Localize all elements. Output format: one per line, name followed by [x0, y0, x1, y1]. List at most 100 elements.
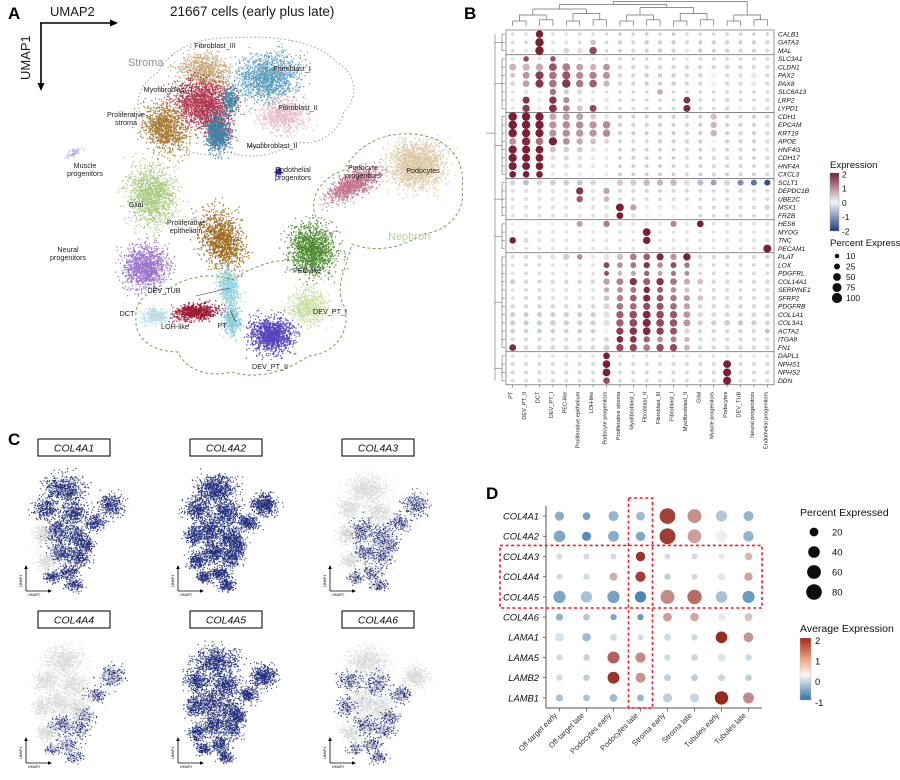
panel-b-gene-label: LYPD1 — [778, 106, 799, 113]
panel-b-gene-label: COL14A1 — [778, 279, 807, 286]
panel-b-gene-label: DAPL1 — [778, 353, 799, 360]
panel-b-percent-tick: 50 — [846, 272, 856, 282]
panel-b-celltype-label: DEV_TUB — [737, 391, 743, 417]
panel-b-gene-label: COL3A1 — [778, 320, 804, 327]
panel-b-gene-label: LRP2 — [778, 97, 795, 104]
panel-c-featureplots: COL4A1UMAP2UMAP1COL4A2UMAP2UMAP1COL4A3UM… — [19, 438, 435, 769]
panel-b-gene-label: PDGFRB — [778, 304, 806, 311]
panel-b-gene-label: DEPDC1B — [778, 188, 810, 195]
panel-c-y-axis-label: UMAP1 — [171, 747, 175, 759]
panel-c-gene-title: COL4A4 — [54, 615, 94, 627]
panel-b-expression-tick: 0 — [842, 198, 847, 208]
panel-c-y-axis-label: UMAP1 — [19, 747, 23, 759]
panel-b-celltype-label: Podocytes — [723, 392, 729, 418]
panel-d-row-highlight — [499, 544, 763, 609]
panel-d-gene-label: LAMB2 — [508, 672, 540, 683]
panel-b-celltype-label: DEV_PT_I — [549, 391, 555, 418]
panel-b-gene-label: PDGFRL — [778, 271, 805, 278]
panel-c-y-axis-label: UMAP1 — [323, 747, 327, 759]
panel-b-celltype-label: PT — [509, 391, 515, 399]
panel-d-gene-label: COL4A3 — [503, 551, 540, 562]
panel-a-letter: A — [8, 4, 20, 24]
panel-d-percent-tick: 20 — [832, 528, 843, 539]
panel-b-gene-label: CLDN1 — [778, 64, 800, 71]
panel-c-gene-title: COL4A3 — [358, 443, 398, 455]
panel-b-gene-label: GATA3 — [778, 40, 799, 47]
panel-b-gene-label: COL1A1 — [778, 312, 804, 319]
panel-c-x-axis-label: UMAP2 — [180, 765, 192, 769]
panel-b-gene-label: SCLT1 — [778, 180, 798, 187]
svg-text:UMAP2: UMAP2 — [50, 4, 95, 19]
panel-b-gene-label: EPCAM — [778, 122, 802, 129]
panel-b-gene-label: KRT19 — [778, 130, 799, 137]
panel-b-gene-label: PAX2 — [778, 73, 795, 80]
panel-c-x-axis-label: UMAP2 — [332, 593, 344, 597]
panel-b-gene-label: PECAM1 — [778, 246, 805, 253]
panel-d-gene-label: COL4A4 — [503, 571, 539, 582]
panel-b-gene-label: SFRP2 — [778, 295, 800, 302]
panel-b-percent-legend-title: Percent Expressing — [830, 238, 900, 249]
panel-b-gene-label: HES6 — [778, 221, 796, 228]
panel-b-gene-label: DDN — [778, 378, 793, 385]
panel-d-gene-label: LAMA5 — [508, 652, 540, 663]
panel-c-letter: C — [8, 430, 20, 450]
panel-a-region-label: Nephron — [388, 231, 430, 243]
panel-b-celltype-label: Fibroblast_II — [643, 391, 649, 422]
panel-b-celltype-label: Neural progenitors — [750, 392, 756, 438]
panel-d-gene-label: COL4A2 — [503, 531, 540, 542]
panel-d-expression-tick: 1 — [815, 657, 820, 668]
panel-b-gene-label: UBE2C — [778, 196, 800, 203]
panel-b-expression-legend-title: Expression — [830, 160, 877, 171]
panel-b-percent-tick: 75 — [846, 283, 856, 293]
panel-b-celltype-label: Fibroblast_III — [656, 391, 662, 424]
panel-c-gene-title: COL4A5 — [206, 615, 246, 627]
panel-b-expression-tick: -2 — [842, 226, 850, 236]
panel-c-gene-title: COL4A2 — [206, 443, 246, 455]
panel-b-gene-label: ITGA8 — [778, 337, 797, 344]
panel-a-cluster-label: Myofibroblast_II — [247, 141, 298, 150]
panel-b-dotplot: CALB1GATA3MALSLC3A1CLDN1PAX2PAX8SLC6A13L… — [486, 1, 900, 449]
panel-b-gene-label: HNF4G — [778, 147, 800, 154]
panel-b-celltype-label: Myofibroblast_II — [683, 391, 689, 431]
panel-d-column-highlight — [627, 497, 654, 709]
panel-b-celltype-label: Podocyte progenitors — [603, 392, 609, 445]
panel-b-celltype-label: Endothelial progenitors — [763, 392, 769, 449]
panel-d-gene-label: COL4A5 — [503, 591, 540, 602]
panel-b-gene-label: ACTA2 — [777, 328, 799, 335]
panel-b-gene-label: MSX1 — [778, 205, 796, 212]
panel-a-cluster-label: Podocytes — [406, 166, 440, 175]
panel-b-celltype-label: LOH-like — [589, 392, 595, 414]
panel-b-expression-tick: -1 — [842, 212, 850, 222]
panel-b-gene-label: HNF4A — [778, 163, 800, 170]
panel-b-celltype-label: PEC-like — [562, 392, 568, 414]
panel-b-gene-label: MYOG — [778, 229, 798, 236]
panel-b-expression-tick: 1 — [842, 184, 847, 194]
panel-c-gene-title: COL4A1 — [54, 443, 94, 455]
panel-b-gene-label: APOE — [777, 139, 797, 146]
panel-a-cluster-label: DEV_PT_I — [313, 307, 347, 316]
panel-b-percent-tick: 25 — [846, 262, 856, 272]
svg-text:UMAP1: UMAP1 — [18, 35, 33, 80]
panel-b-gene-label: NPHS1 — [778, 361, 800, 368]
panel-b-percent-tick: 100 — [846, 293, 860, 303]
panel-b-gene-label: SLC3A1 — [778, 56, 803, 63]
panel-b-celltype-label: Proliferative stroma — [616, 391, 622, 440]
panel-b-gene-label: SERPINE1 — [778, 287, 811, 294]
panel-c-y-axis-label: UMAP1 — [19, 575, 23, 587]
panel-c-gene-title: COL4A6 — [358, 615, 398, 627]
panel-d-gene-label: LAMB1 — [508, 692, 539, 703]
panel-a-cluster-label: Fibroblast_II — [278, 103, 318, 112]
panel-c-y-axis-label: UMAP1 — [171, 575, 175, 587]
panel-d-expression-tick: 0 — [815, 677, 820, 688]
panel-b-gene-label: NPHS2 — [778, 370, 800, 377]
